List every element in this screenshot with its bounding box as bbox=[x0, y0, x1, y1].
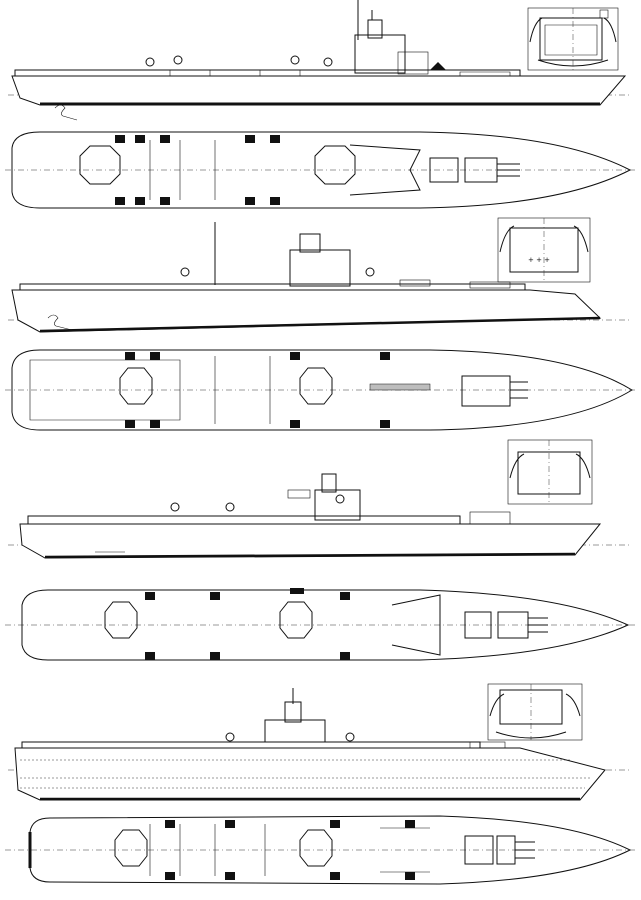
design-4-gun-mounts bbox=[165, 820, 415, 880]
design-2: + + + bbox=[5, 217, 636, 431]
design-4-profile-view bbox=[8, 688, 630, 801]
design-4-plan-view bbox=[5, 815, 636, 885]
design-1-gun-mounts bbox=[115, 135, 280, 205]
design-1-section-view bbox=[527, 7, 619, 71]
design-1-plan-view bbox=[5, 131, 636, 209]
design-2-profile-view bbox=[8, 222, 630, 333]
design-2-section-view: + + + bbox=[497, 217, 591, 283]
design-3-plan-view bbox=[5, 588, 636, 661]
design-3-section-view bbox=[507, 439, 593, 505]
design-4-section-view bbox=[487, 683, 583, 741]
design-2-section-mark: + + + bbox=[528, 256, 550, 264]
design-1 bbox=[5, 0, 636, 209]
design-3 bbox=[5, 439, 636, 661]
design-1-profile-view bbox=[8, 0, 630, 121]
design-3-profile-view bbox=[8, 473, 630, 559]
design-2-gun-mounts bbox=[125, 352, 390, 428]
design-3-gun-mounts bbox=[145, 592, 350, 660]
design-2-plan-view bbox=[5, 349, 636, 431]
design-4 bbox=[5, 683, 636, 885]
